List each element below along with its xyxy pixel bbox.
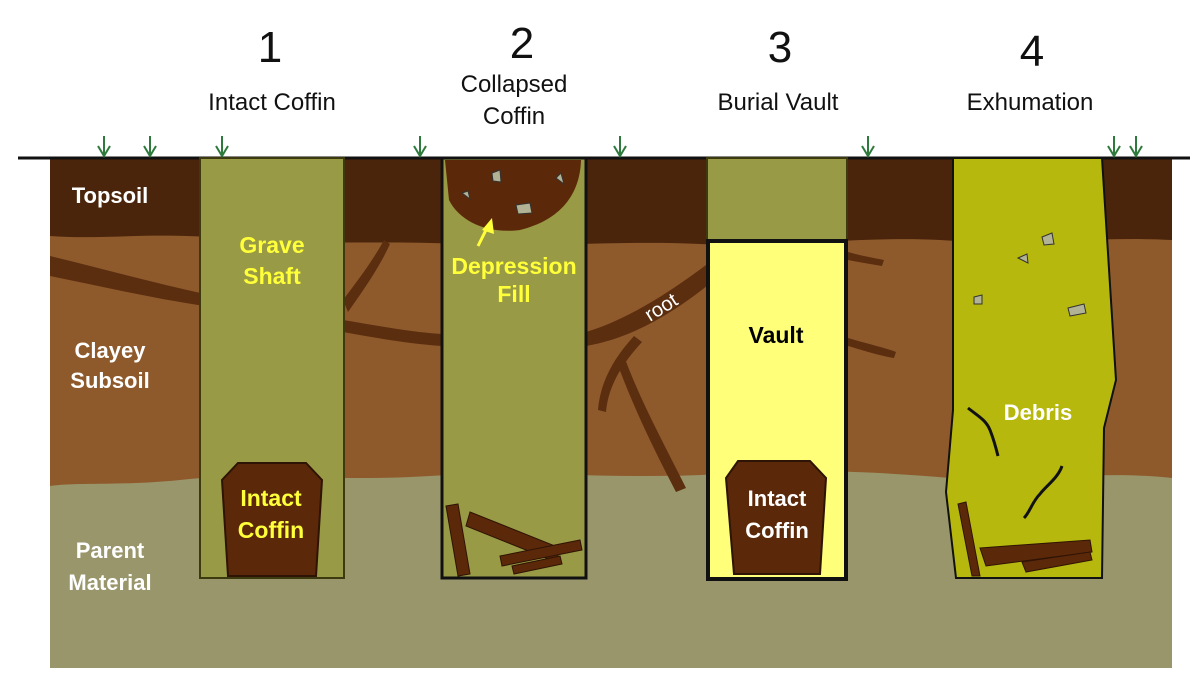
debris-label: Debris (1004, 400, 1072, 425)
tree-roots (50, 240, 896, 492)
depression-debris-fragments (460, 169, 565, 215)
water-arrow-icon (215, 136, 229, 158)
water-arrow-icon (1107, 136, 1121, 158)
grave-shaft-label-line2: Shaft (243, 263, 301, 289)
intact-coffin-3-label-line2: Coffin (745, 518, 809, 543)
column-3-title: Burial Vault (718, 89, 839, 116)
column-2-title-line2: Coffin (483, 103, 545, 130)
water-infiltration-arrows (97, 136, 1143, 158)
exhumation-coffin-planks (957, 501, 1093, 577)
root-right-mid (848, 338, 896, 358)
topsoil-label: Topsoil (72, 183, 149, 208)
depression-fill-label-line1: Depression (451, 253, 576, 279)
intact-coffin-1-label-line1: Intact (240, 485, 302, 511)
root-left-branch (343, 240, 390, 312)
exhumation-debris-fragments (973, 232, 1087, 317)
depression-fill-label-line2: Fill (497, 281, 530, 307)
grave-shaft-2 (440, 156, 588, 580)
column-1-title: Intact Coffin (208, 89, 336, 116)
depression-fill-mound (445, 160, 581, 231)
root-left (50, 256, 205, 306)
column-2-number: 2 (510, 19, 534, 68)
column-3-number: 3 (768, 23, 792, 72)
vault-label: Vault (749, 322, 804, 348)
column-2-title: Collapsed (461, 71, 568, 98)
collapsed-coffin-planks (445, 503, 583, 577)
clayey-subsoil-label-line2: Subsoil (70, 368, 149, 393)
column-1-number: 1 (258, 23, 282, 72)
column-4-title: Exhumation (967, 89, 1094, 116)
water-arrow-icon (861, 136, 875, 158)
intact-coffin-1 (220, 462, 324, 577)
root-down-branch (598, 336, 642, 412)
parent-material-label-line1: Parent (76, 538, 145, 563)
root-down-branch-2 (616, 356, 686, 492)
intact-coffin-3 (724, 460, 828, 575)
water-arrow-icon (1129, 136, 1143, 158)
exhumation-pit (944, 157, 1118, 579)
intact-coffin-3-label-line1: Intact (748, 486, 807, 511)
root-middle (586, 262, 712, 346)
depression-fill-pointer-arrowhead (482, 218, 494, 234)
parent-material-label-line2: Material (68, 570, 151, 595)
debris-squiggle-1 (967, 406, 1000, 457)
clayey-subsoil-label-line1: Clayey (75, 338, 147, 363)
grave-shaft-label-line1: Grave (239, 232, 304, 258)
debris-squiggle-2 (1022, 465, 1064, 520)
column-4-number: 4 (1020, 27, 1044, 76)
water-arrow-icon (413, 136, 427, 158)
root-right-top (848, 252, 884, 266)
water-arrow-icon (97, 136, 111, 158)
water-arrow-icon (613, 136, 627, 158)
root-main (343, 320, 442, 346)
water-arrow-icon (143, 136, 157, 158)
intact-coffin-1-label-line2: Coffin (238, 517, 304, 543)
